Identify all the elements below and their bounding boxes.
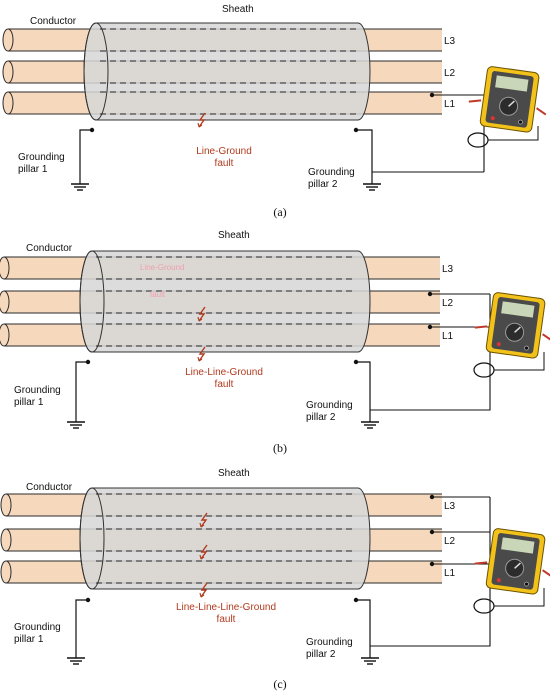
return-wire (370, 638, 491, 647)
ground-wire-2 (356, 361, 371, 422)
ground2-label: Grounding (308, 167, 355, 178)
ground-wire-2 (356, 599, 371, 658)
line-label-L3: L3 (444, 36, 456, 47)
line-label-L2: L2 (444, 536, 456, 547)
ground-symbol-1 (66, 421, 86, 429)
sheath-label: Sheath (222, 4, 254, 15)
panel-caption: (a) (273, 205, 286, 219)
fault-label: Line-Ground (196, 146, 252, 157)
probe-lead-red (468, 99, 482, 103)
meter-jack (490, 116, 495, 121)
sheath (79, 250, 371, 353)
line-label-L1: L1 (442, 331, 454, 342)
multimeter-icon (474, 292, 550, 359)
ground-wire-2 (356, 129, 373, 184)
ground-symbol-2 (362, 183, 382, 191)
probe-lead-red (474, 561, 488, 565)
fault-label: Line-Line-Line-Ground (176, 602, 276, 613)
clamp-lead (494, 588, 545, 607)
conductor-label: Conductor (26, 482, 73, 493)
clamp-lead (494, 352, 545, 371)
conductor-end-left (0, 256, 10, 280)
ground2-label: Grounding (306, 400, 353, 411)
panel-caption: (b) (273, 441, 287, 455)
conductor-label: Conductor (30, 16, 77, 27)
ground1-label: pillar 1 (14, 397, 44, 408)
ground-symbol-2 (360, 421, 380, 429)
ghost-text: Line-Ground (140, 263, 184, 272)
conductor-end-left (0, 493, 12, 517)
ground1-label: Grounding (18, 152, 65, 163)
conductor-label: Conductor (26, 243, 73, 254)
conductor-end-left (0, 528, 12, 552)
ground-wire-1 (75, 599, 88, 658)
ground2-label: pillar 2 (308, 179, 338, 190)
ghost-text: fault (150, 290, 166, 299)
conductor-end-left (2, 60, 14, 84)
multimeter-icon (468, 66, 547, 133)
conductor-end-left (0, 560, 12, 584)
sheath (79, 487, 371, 590)
conductor-end-left (2, 91, 14, 115)
meter-display (501, 537, 535, 554)
ground1-label: Grounding (14, 622, 61, 633)
sheath (83, 22, 371, 121)
multimeter-icon (474, 528, 550, 595)
ground1-label: pillar 1 (14, 634, 44, 645)
probe-lead-red (474, 325, 488, 329)
probe-lead-red (542, 333, 550, 342)
meter-display (501, 301, 535, 318)
meter-pointer (514, 326, 521, 333)
meter-jack (518, 119, 523, 125)
conductor-end-left (0, 290, 10, 314)
fault-label: fault (215, 158, 234, 169)
probe-lead-red (536, 107, 547, 116)
ground1-label: Grounding (14, 385, 61, 396)
meter-pointer (514, 562, 521, 569)
sheath-end-left (79, 250, 105, 353)
meter-jack (496, 578, 501, 583)
sheath-label: Sheath (218, 230, 250, 241)
ground-symbol-2 (360, 657, 380, 665)
ground-wire-1 (79, 129, 92, 184)
current-clamp (473, 362, 495, 378)
ground-symbol-1 (70, 183, 90, 191)
fault-label: Line-Line-Ground (185, 367, 263, 378)
conductor-end-left (0, 323, 10, 347)
meter-jack (496, 342, 501, 347)
sheath-end-left (79, 487, 105, 590)
meter-jack (524, 581, 529, 587)
panel-caption: (c) (273, 677, 286, 691)
meter-jack (524, 345, 529, 351)
current-clamp (467, 132, 489, 148)
line-label-L1: L1 (444, 99, 456, 110)
return-wire (370, 402, 491, 411)
line-label-L2: L2 (444, 68, 456, 79)
meter-display (495, 75, 529, 92)
line-label-L3: L3 (442, 264, 454, 275)
ground2-label: pillar 2 (306, 649, 336, 660)
sheath-end-left (83, 22, 109, 121)
ground-symbol-1 (66, 657, 86, 665)
current-clamp (473, 598, 495, 614)
line-label-L2: L2 (442, 298, 454, 309)
conductor-end-left (2, 28, 14, 52)
line-label-L3: L3 (444, 501, 456, 512)
probe-lead-red (542, 569, 550, 578)
fault-label: fault (215, 379, 234, 390)
sheath-label: Sheath (218, 468, 250, 479)
ground1-label: pillar 1 (18, 164, 48, 175)
ground2-label: pillar 2 (306, 412, 336, 423)
ground-wire-1 (75, 361, 88, 422)
line-label-L1: L1 (444, 568, 456, 579)
clamp-lead (488, 126, 539, 141)
fault-label: fault (217, 614, 236, 625)
meter-pointer (508, 100, 515, 107)
ground2-label: Grounding (306, 637, 353, 648)
